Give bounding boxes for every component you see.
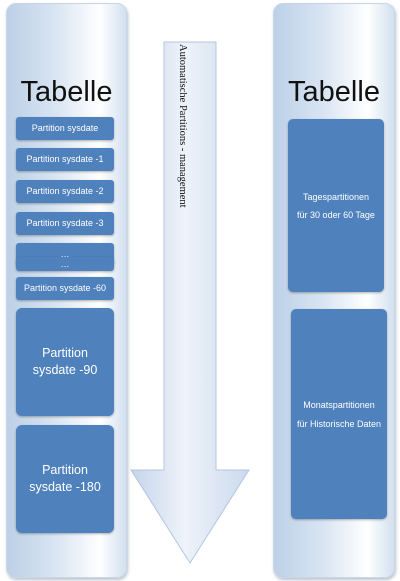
monthly-partitions-line1: Monatspartitionen (303, 400, 375, 411)
right-table-title: Tabelle (288, 76, 380, 108)
monthly-partitions-box: Monatspartitionen für Historische Daten (291, 309, 387, 519)
partition-box: Partition sysdate -1 (16, 148, 114, 171)
partition-box-large: Partition sysdate -90 (16, 308, 114, 416)
partition-box-large: Partition sysdate -180 (16, 425, 114, 533)
partition-box: Partition sysdate -60 (16, 277, 114, 300)
monthly-partitions-line2: für Historische Daten (296, 419, 382, 430)
down-arrow-shape (130, 41, 250, 564)
left-table-title: Tabelle (20, 76, 113, 108)
ellipsis-box: … (16, 257, 114, 271)
partition-box: Partition sysdate (16, 117, 114, 140)
partition-box: Partition sysdate -2 (16, 180, 114, 203)
daily-partitions-line2: für 30 oder 60 Tage (297, 209, 375, 220)
daily-partitions-line1: Tagespartitionen (302, 191, 370, 202)
arrow-label: Automatische Partitions - management (177, 44, 188, 208)
daily-partitions-box: Tagespartitionen für 30 oder 60 Tage (288, 119, 384, 292)
partition-box: Partition sysdate -3 (16, 212, 114, 235)
